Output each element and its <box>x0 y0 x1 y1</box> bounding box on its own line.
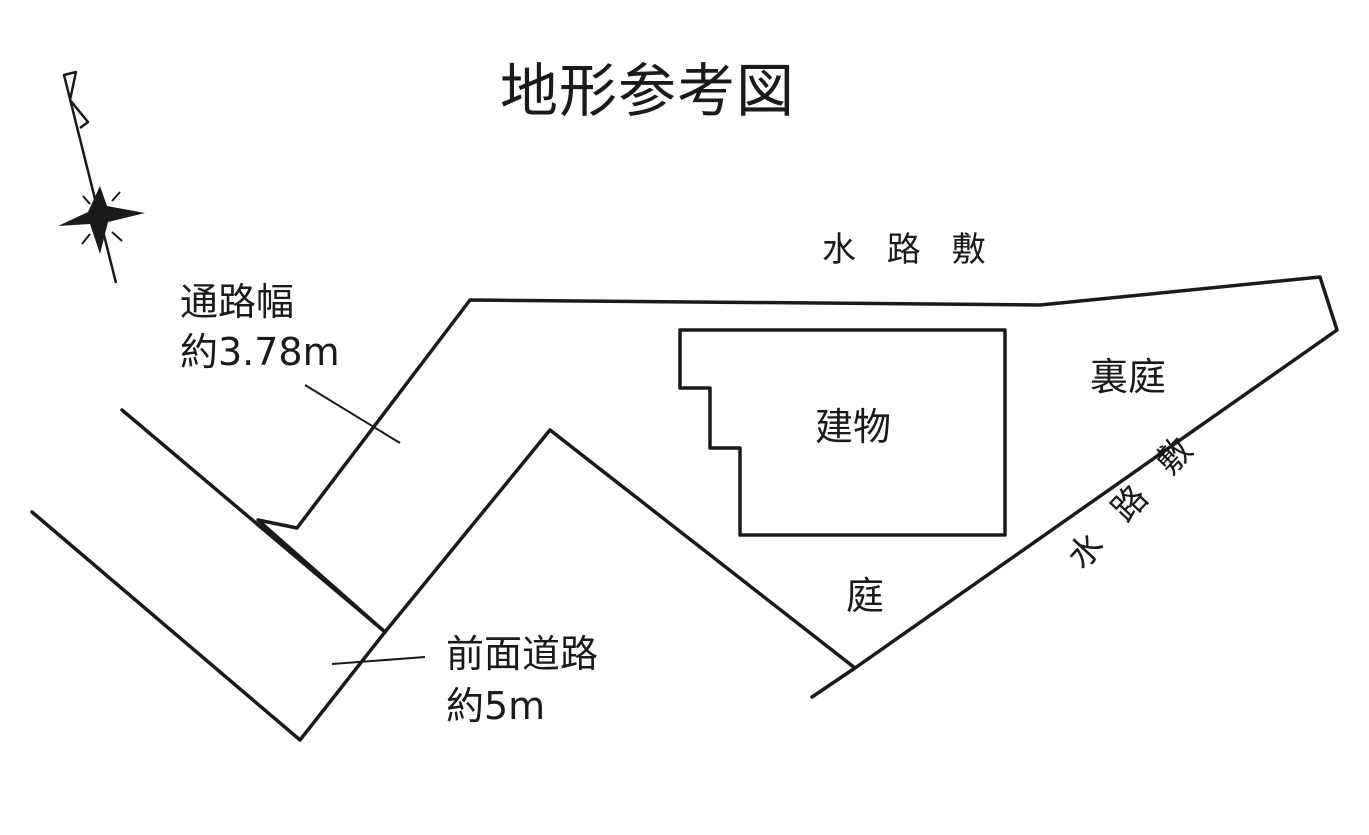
building-outline <box>678 328 1007 537</box>
front-road-edge <box>30 510 387 742</box>
waterway-line-lower <box>810 666 857 699</box>
passage-width-value: 約3.78m <box>180 330 340 374</box>
passage-left-edge <box>120 408 387 634</box>
passage-width-leader <box>304 384 401 444</box>
passage-width-label: 通路幅 約3.78m <box>180 283 340 371</box>
page-title: 地形参考図 <box>500 57 796 125</box>
building-label: 建物 <box>815 405 892 449</box>
backyard-label: 裏庭 <box>1090 355 1167 399</box>
north-arrow-icon <box>58 70 145 284</box>
parcel-boundary <box>256 275 1339 670</box>
front-road-leader <box>331 656 426 665</box>
front-road-name: 前面道路 <box>446 632 599 676</box>
garden-label: 庭 <box>846 574 885 618</box>
front-road-label: 前面道路 約5m <box>446 635 598 725</box>
passage-width-name: 通路幅 <box>180 280 295 324</box>
waterway-label-top: 水 路 敷 <box>822 230 996 270</box>
front-road-value: 約5m <box>446 684 546 728</box>
